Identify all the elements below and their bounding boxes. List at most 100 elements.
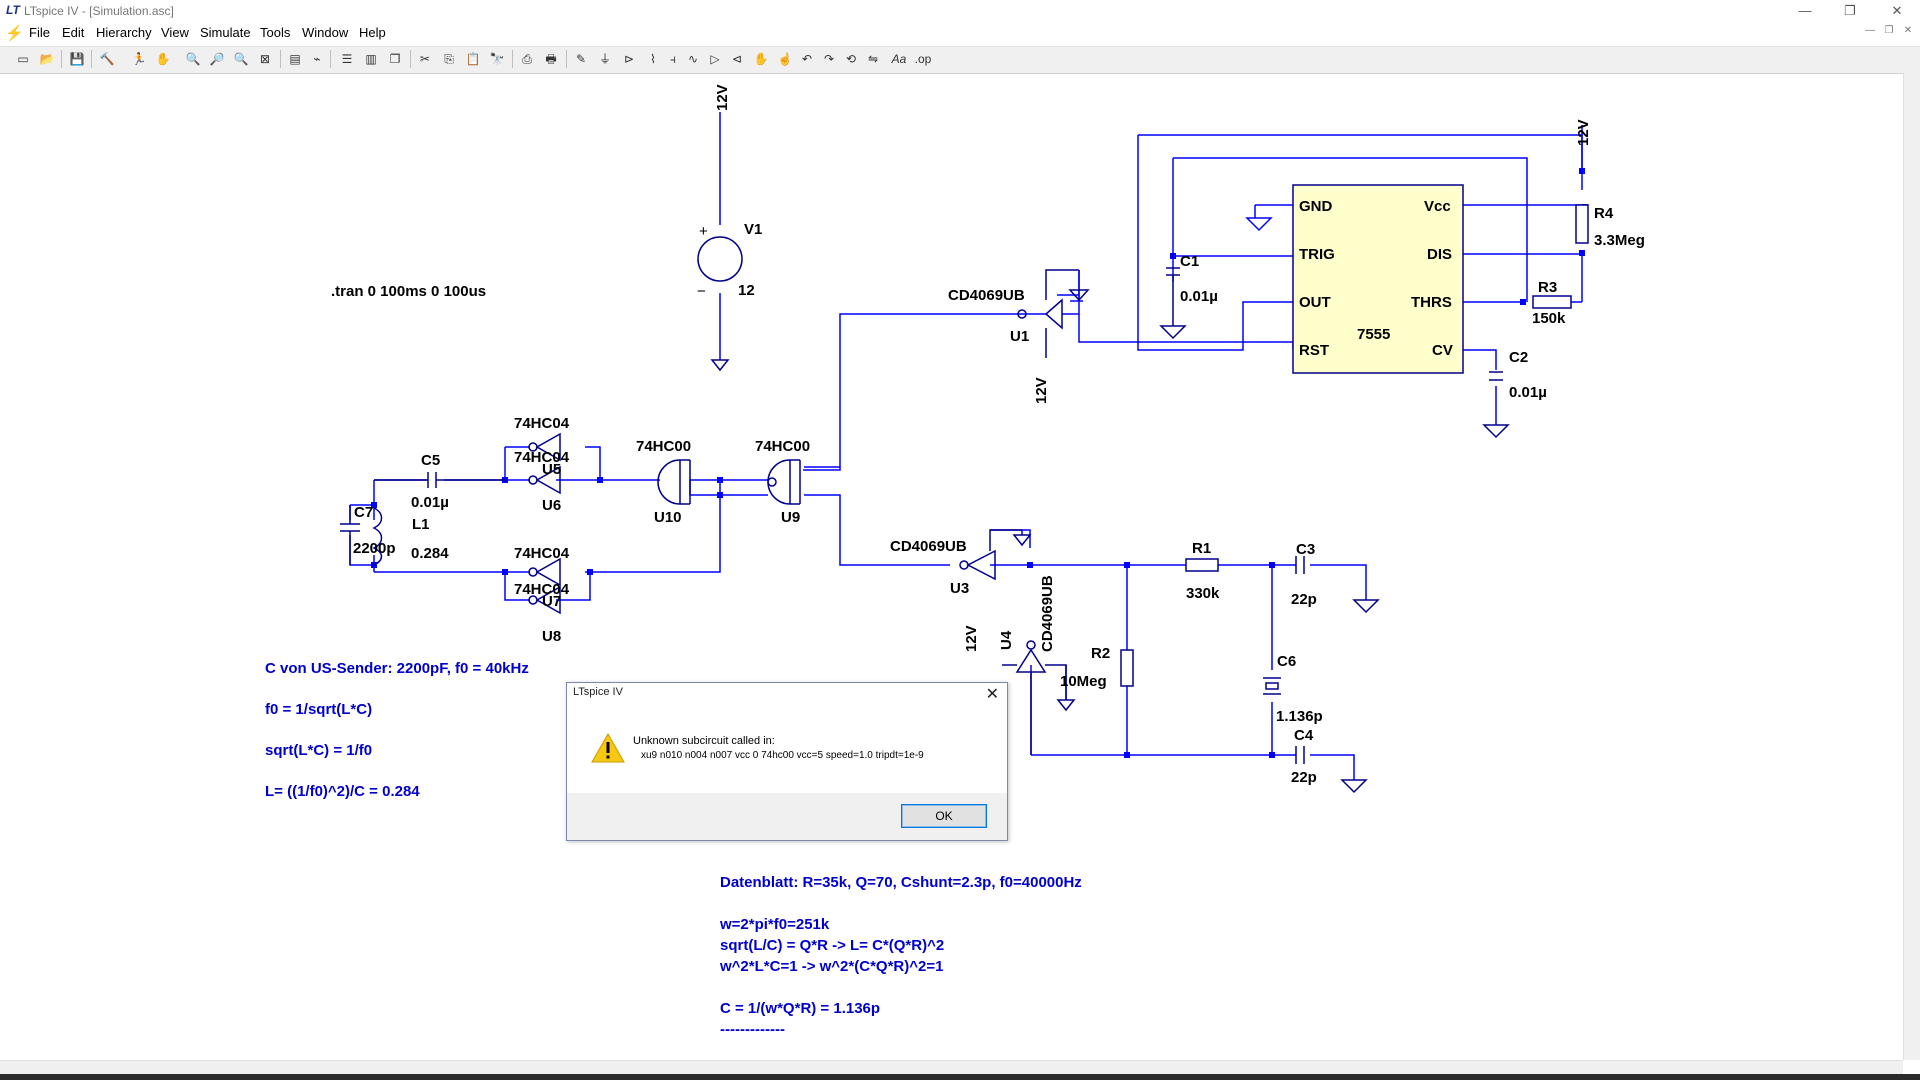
save-icon[interactable]: 💾 [69, 52, 85, 66]
inverter-u1: CD4069UB U1 12V [948, 269, 1090, 404]
pin-gnd-label: GND [1299, 198, 1333, 215]
move-icon[interactable]: ✋ [753, 52, 769, 66]
menu-tools[interactable]: Tools [260, 25, 291, 40]
toolbar-separator [566, 50, 567, 68]
nand-gate-u10: 74HC00 U10 [636, 438, 691, 526]
new-schematic-icon[interactable]: ▭ [17, 52, 29, 66]
open-icon[interactable]: 📂 [39, 52, 55, 66]
r2-value: 10Meg [1060, 673, 1107, 690]
tran-directive[interactable]: .tran 0 100ms 0 100us [331, 283, 486, 300]
v1-name: V1 [744, 221, 762, 238]
label-net-icon[interactable]: ⊳ [623, 52, 635, 66]
u7-name: U7 [542, 593, 561, 610]
error-dialog: LTspice IV ✕ Unknown subcircuit called i… [566, 682, 1008, 841]
r4-value: 3.3Meg [1594, 232, 1645, 249]
nand-gate-u9: 74HC00 U9 [755, 438, 810, 526]
zoom-out-icon[interactable]: 🔍 [233, 52, 249, 66]
menu-edit[interactable]: Edit [62, 25, 85, 40]
status-bar [0, 1074, 1920, 1080]
ok-button[interactable]: OK [901, 804, 987, 828]
r4-resistor: R4 3.3Meg 12V [1575, 119, 1645, 249]
u1-name: U1 [1010, 328, 1029, 345]
menu-hierarchy[interactable]: Hierarchy [96, 25, 152, 40]
rotate-icon[interactable]: ⟲ [845, 52, 857, 66]
component-icon[interactable]: ⊲ [731, 52, 743, 66]
tile-vertical-icon[interactable]: ▥ [365, 52, 377, 66]
toolbar [0, 46, 1920, 74]
c1-name: C1 [1180, 253, 1199, 270]
drag-icon[interactable]: ☝ [777, 52, 793, 66]
u9-model: 74HC00 [755, 438, 810, 455]
v1-minus: − [697, 283, 706, 300]
voltage-source-v1: V1 12 + − 12V [697, 84, 762, 372]
print-icon[interactable]: 🖶 [545, 52, 557, 66]
right-12v-net-label: 12V [1575, 119, 1592, 146]
minimize-button[interactable]: — [1798, 3, 1812, 18]
inverter-u3: CD4069UB U3 [890, 529, 1032, 597]
schematic-doc-icon[interactable]: ⚡ [5, 25, 24, 42]
redo-icon[interactable]: ↷ [823, 52, 835, 66]
ground-icon[interactable]: ⏚ [598, 52, 611, 66]
restore-button[interactable]: ❐ [1844, 3, 1856, 18]
cut-icon[interactable]: ✂ [419, 52, 431, 66]
menu-file[interactable]: File [29, 25, 50, 40]
u7-model: 74HC04 [514, 545, 570, 562]
spice-directive-icon[interactable]: .op [914, 52, 932, 66]
mdi-minimize-button[interactable]: — [1865, 25, 1875, 36]
note-line: ------------- [720, 1021, 785, 1038]
u7-model-2: 74HC04 [514, 581, 570, 598]
inverter-pair-u5-u6: 74HC04 74HC04 U5 U6 [514, 415, 570, 514]
inductor-icon[interactable]: ∿ [687, 52, 699, 66]
mirror-icon[interactable]: ⇋ [867, 52, 879, 66]
undo-icon[interactable]: ↶ [801, 52, 813, 66]
find-icon[interactable]: 🔭 [489, 52, 505, 66]
vertical-scrollbar[interactable] [1903, 73, 1920, 1060]
control-panel-icon[interactable]: 🔨 [99, 52, 115, 66]
v1-value: 12 [738, 282, 755, 299]
note-line: C von US-Sender: 2200pF, f0 = 40kHz [265, 660, 529, 677]
toolbar-separator [330, 50, 331, 68]
horizontal-scrollbar[interactable] [0, 1060, 1903, 1075]
c1-capacitor: C1 0.01µ [1159, 253, 1218, 340]
r1-name: R1 [1192, 540, 1211, 557]
capacitor-icon[interactable]: ⫞ [669, 52, 676, 66]
draw-wire-icon[interactable]: ✎ [575, 52, 587, 66]
mdi-restore-button[interactable]: ❐ [1884, 25, 1894, 36]
notes-bottom[interactable]: Datenblatt: R=35k, Q=70, Cshunt=2.3p, f0… [719, 874, 1082, 1038]
note-line: sqrt(L/C) = Q*R -> L= C*(Q*R)^2 [720, 937, 944, 954]
u4-model: CD4069UB [1039, 575, 1056, 652]
paste-icon[interactable]: 📋 [465, 52, 481, 66]
run-icon[interactable]: 🏃 [131, 52, 147, 66]
zoom-in-icon[interactable]: 🔍 [185, 52, 201, 66]
zoom-pan-icon[interactable]: 🔎 [209, 52, 225, 66]
print-preview-icon[interactable]: ⎙ [522, 52, 532, 66]
mdi-close-button[interactable]: ✕ [1903, 25, 1913, 36]
waveform-icon[interactable]: ⌁ [313, 52, 321, 66]
toolbar-separator [280, 50, 281, 68]
title-bar: LT LTspice IV - [Simulation.asc] — ❐ ✕ [0, 0, 1920, 22]
c7-capacitor: C7 2200p [340, 504, 396, 565]
menu-simulate[interactable]: Simulate [200, 25, 251, 40]
menu-help[interactable]: Help [359, 25, 386, 40]
pin-cv-label: CV [1432, 342, 1453, 359]
notes-left[interactable]: C von US-Sender: 2200pF, f0 = 40kHz f0 =… [265, 660, 529, 800]
c6-name: C6 [1277, 653, 1296, 670]
dialog-close-button[interactable]: ✕ [985, 686, 999, 703]
copy-icon[interactable]: ⎘ [444, 52, 454, 66]
pin-trig-label: TRIG [1299, 246, 1335, 263]
u8-name: U8 [542, 628, 561, 645]
diode-icon[interactable]: ▷ [710, 52, 720, 66]
halt-icon[interactable]: ✋ [155, 52, 171, 66]
zoom-fit-icon[interactable]: ⊠ [259, 52, 271, 66]
text-icon[interactable]: Aa [891, 52, 907, 66]
tile-horizontal-icon[interactable]: ☰ [341, 52, 353, 66]
close-window-button[interactable]: ✕ [1891, 3, 1903, 18]
cascade-icon[interactable]: ❐ [389, 52, 401, 66]
menu-view[interactable]: View [161, 25, 189, 40]
menu-window[interactable]: Window [302, 25, 349, 40]
resistor-icon[interactable]: ⌇ [650, 52, 656, 66]
u4-net-label: 12V [963, 625, 980, 652]
dialog-title: LTspice IV [573, 686, 623, 698]
autoscale-icon[interactable]: ▤ [289, 52, 301, 66]
